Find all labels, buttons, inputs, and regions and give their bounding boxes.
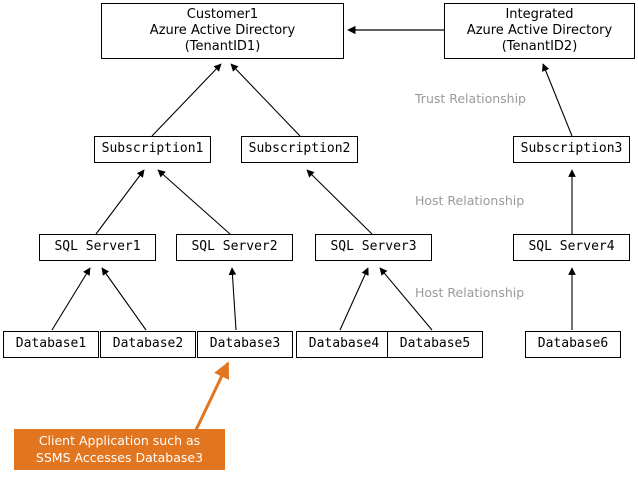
label-trust-relationship: Trust Relationship: [415, 91, 526, 106]
node-server4[interactable]: SQL Server4: [513, 234, 630, 261]
node-server2-label: SQL Server2: [191, 239, 278, 255]
node-subscription1-label: Subscription1: [101, 141, 204, 157]
node-database3-label: Database3: [209, 336, 281, 352]
edge-callout-to-database3: [194, 361, 230, 431]
node-database1[interactable]: Database1: [3, 331, 99, 358]
edge-subscription1-to-tenant1: [151, 63, 222, 137]
node-tenant1[interactable]: Customer1 Azure Active Directory (Tenant…: [101, 3, 344, 59]
node-database6[interactable]: Database6: [525, 331, 621, 358]
node-tenant2-label: Integrated Azure Active Directory (Tenan…: [466, 6, 613, 55]
node-database6-label: Database6: [537, 336, 609, 352]
node-subscription2-label: Subscription2: [248, 141, 351, 157]
node-server2[interactable]: SQL Server2: [176, 234, 293, 261]
edge-subscription3-to-tenant2: [542, 63, 573, 137]
node-database5-label: Database5: [399, 336, 471, 352]
node-database4-label: Database4: [308, 336, 380, 352]
node-tenant1-label: Customer1 Azure Active Directory (Tenant…: [149, 6, 296, 55]
edge-database2-to-server1: [101, 267, 147, 331]
node-database5[interactable]: Database5: [387, 331, 483, 358]
node-server4-label: SQL Server4: [528, 239, 615, 255]
node-server3-label: SQL Server3: [330, 239, 417, 255]
node-database3[interactable]: Database3: [197, 331, 293, 358]
node-database2-label: Database2: [112, 336, 184, 352]
label-host-relationship-upper: Host Relationship: [415, 193, 525, 208]
edge-database1-to-server1: [51, 267, 91, 331]
edge-server3-to-subscription2: [306, 169, 373, 235]
node-subscription3-label: Subscription3: [520, 141, 623, 157]
node-server3[interactable]: SQL Server3: [315, 234, 432, 261]
node-tenant2[interactable]: Integrated Azure Active Directory (Tenan…: [444, 3, 635, 59]
edge-database3-to-server2: [228, 267, 237, 331]
node-database2[interactable]: Database2: [100, 331, 196, 358]
label-host-relationship-lower: Host Relationship: [415, 285, 525, 300]
node-subscription2[interactable]: Subscription2: [241, 136, 358, 163]
edge-database5-to-server3: [379, 267, 433, 331]
callout-client-application[interactable]: Client Application such as SSMS Accesses…: [14, 429, 225, 470]
node-subscription3[interactable]: Subscription3: [513, 136, 630, 163]
node-database4[interactable]: Database4: [296, 331, 392, 358]
edge-database4-to-server3: [339, 267, 369, 331]
edge-server2-to-subscription1: [157, 169, 231, 235]
edge-server1-to-subscription1: [95, 169, 145, 235]
node-subscription1[interactable]: Subscription1: [94, 136, 211, 163]
edge-subscription2-to-tenant1: [230, 63, 301, 137]
node-server1[interactable]: SQL Server1: [39, 234, 156, 261]
callout-label: Client Application such as SSMS Accesses…: [35, 432, 204, 465]
node-database1-label: Database1: [15, 336, 87, 352]
node-server1-label: SQL Server1: [54, 239, 141, 255]
